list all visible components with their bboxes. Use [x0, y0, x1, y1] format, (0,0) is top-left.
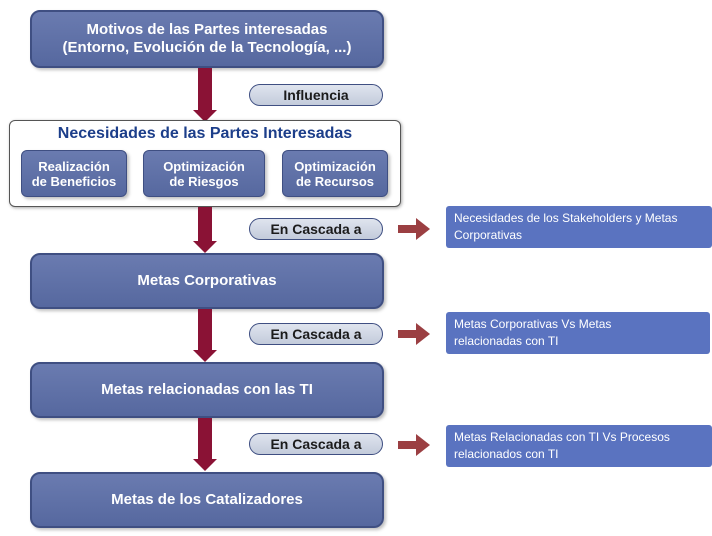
stakeholder-needs-title: Necesidades de las Partes Interesadas: [57, 125, 353, 142]
cascade-label-2: En Cascada a: [249, 323, 383, 345]
note-3-line1: Metas Relacionadas con TI Vs Procesos: [454, 430, 670, 444]
note-3-line2: relacionados con TI: [454, 447, 559, 461]
enabler-goals-box: Metas de los Catalizadores: [30, 472, 384, 528]
resource-line1: Optimización: [294, 158, 376, 174]
note-box-3: Metas Relacionadas con TI Vs Procesos re…: [446, 425, 712, 467]
risk-optimisation-box: Optimización de Riesgos: [143, 150, 265, 197]
cascade-label-1: En Cascada a: [249, 218, 383, 240]
note-box-1: Necesidades de los Stakeholders y Metas …: [446, 206, 712, 248]
note-2-line2: relacionadas con TI: [454, 334, 559, 348]
cascade-label-3: En Cascada a: [249, 433, 383, 455]
note-box-2: Metas Corporativas Vs Metas relacionadas…: [446, 312, 710, 354]
down-arrow-1: [193, 68, 217, 122]
stakeholder-drivers-line2: (Entorno, Evolución de la Tecnología, ..…: [62, 39, 352, 56]
corporate-goals-box: Metas Corporativas: [30, 253, 384, 309]
stakeholder-drivers-line1: Motivos de las Partes interesadas: [86, 21, 328, 38]
down-arrow-3: [193, 309, 217, 362]
resource-line2: de Recursos: [295, 173, 375, 189]
stakeholder-drivers-box: Motivos de las Partes interesadas (Entor…: [30, 10, 384, 68]
benefits-realisation-box: Realización de Beneficios: [21, 150, 127, 197]
note-2-line1: Metas Corporativas Vs Metas: [454, 317, 612, 331]
down-arrow-4: [193, 418, 217, 471]
side-arrow-3: [398, 434, 430, 456]
note-1-line2: Corporativas: [454, 228, 523, 242]
resource-optimisation-box: Optimización de Recursos: [282, 150, 388, 197]
risk-line1: Optimización: [163, 158, 245, 174]
risk-line2: de Riesgos: [169, 173, 239, 189]
benefits-line2: de Beneficios: [31, 173, 117, 189]
side-arrow-2: [398, 323, 430, 345]
down-arrow-2: [193, 207, 217, 253]
note-1-line1: Necesidades de los Stakeholders y Metas: [454, 211, 678, 225]
it-related-goals-box: Metas relacionadas con las TI: [30, 362, 384, 418]
benefits-line1: Realización: [38, 158, 110, 174]
influence-label: Influencia: [249, 84, 383, 106]
side-arrow-1: [398, 218, 430, 240]
